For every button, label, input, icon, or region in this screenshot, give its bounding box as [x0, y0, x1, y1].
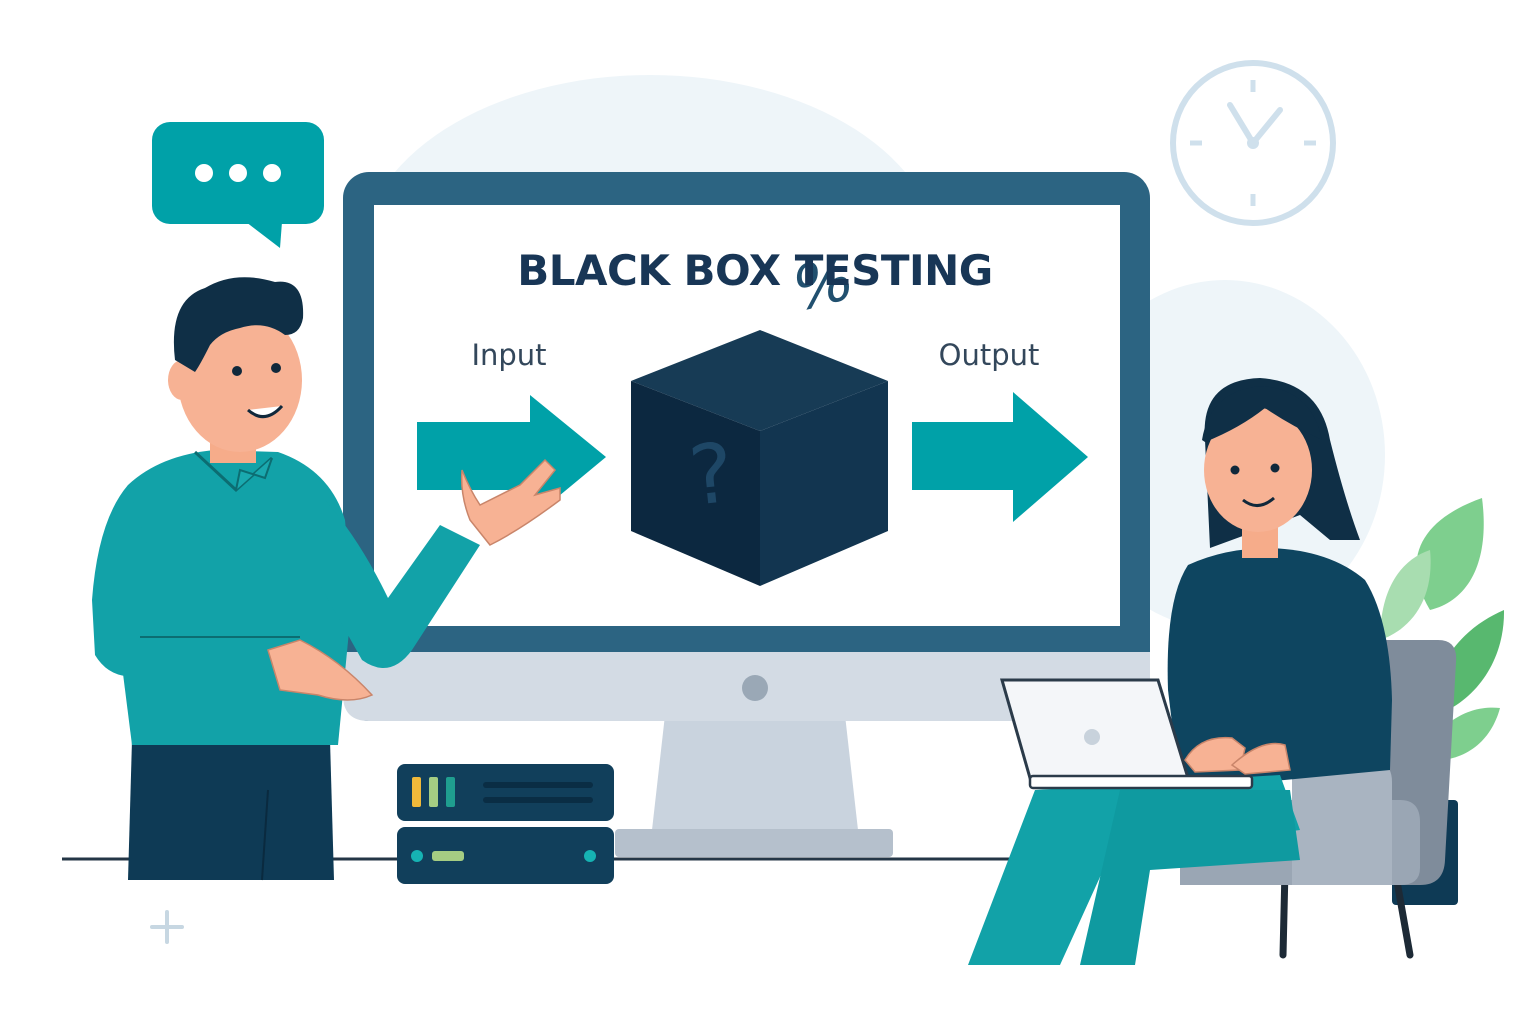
woman-with-laptop: [968, 378, 1392, 965]
server-unit: [397, 827, 614, 884]
monitor-stand: [652, 715, 858, 830]
svg-text:?: ?: [685, 426, 738, 525]
server-stack: [397, 764, 614, 884]
monitor-power-button: [742, 675, 768, 701]
input-label: Input: [471, 338, 547, 372]
arrow-right-icon: [912, 392, 1088, 522]
output-label: Output: [938, 338, 1040, 372]
svg-text:%: %: [794, 240, 853, 327]
wall-clock-icon: [1170, 60, 1336, 226]
black-box-cube-icon: ? %: [631, 240, 888, 586]
speech-bubble-ellipsis-icon: [152, 122, 324, 248]
monitor-base: [615, 829, 893, 857]
man-presenter: [92, 277, 561, 881]
screen-title: BLACK BOX TESTING: [517, 246, 993, 295]
plus-icon: [150, 910, 184, 944]
